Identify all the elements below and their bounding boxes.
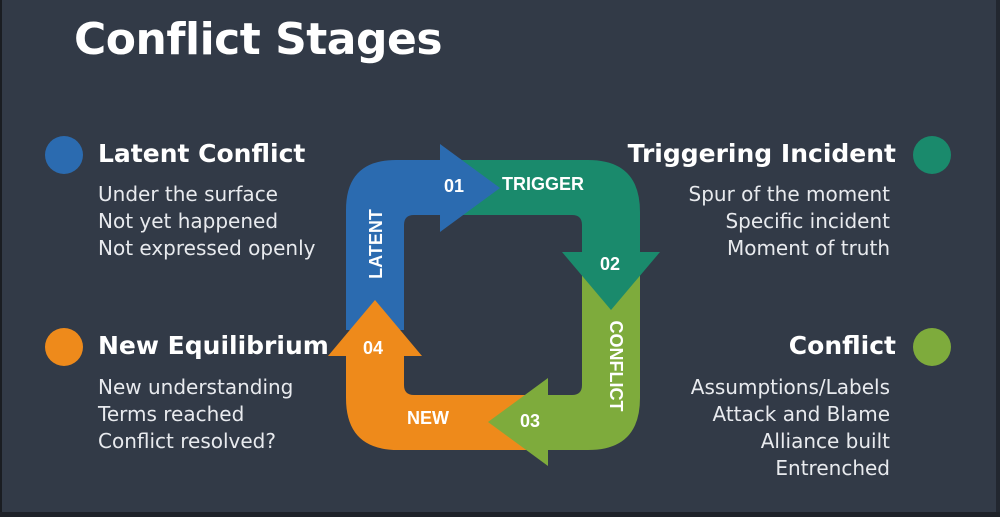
new-heading: New Equilibrium	[98, 331, 329, 360]
stage-number-03: 03	[520, 411, 540, 431]
conflict-segment	[540, 270, 640, 450]
cycle-label-new: NEW	[407, 408, 449, 428]
conflict-line: Alliance built	[760, 429, 890, 453]
left-frame-edge	[0, 0, 2, 517]
page-title: Conflict Stages	[74, 14, 443, 65]
trigger-description: Spur of the moment Specific incident Mom…	[689, 181, 890, 262]
new-line: New understanding	[98, 375, 294, 399]
stage-number-01: 01	[444, 176, 464, 196]
conflict-dot	[913, 328, 951, 366]
latent-segment	[346, 160, 445, 330]
right-frame-edge	[996, 0, 1000, 517]
stage-number-02: 02	[600, 254, 620, 274]
latent-heading: Latent Conflict	[98, 139, 306, 168]
conflict-line: Attack and Blame	[712, 402, 890, 426]
latent-arrowhead	[440, 144, 500, 232]
new-description: New understanding Terms reached Conflict…	[98, 374, 293, 455]
trigger-line: Moment of truth	[726, 236, 890, 260]
latent-line: Not expressed openly	[98, 236, 316, 260]
bottom-frame-edge	[0, 512, 1000, 517]
conflict-heading: Conflict	[788, 331, 896, 360]
cycle-label-conflict: CONFLICT	[606, 321, 626, 412]
latent-line: Under the surface	[98, 182, 278, 206]
trigger-heading: Triggering Incident	[627, 139, 896, 168]
latent-line: Not yet happened	[98, 209, 279, 233]
conflict-line: Entrenched	[775, 456, 890, 480]
conflict-description: Assumptions/Labels Attack and Blame Alli…	[691, 374, 890, 482]
trigger-line: Specific incident	[725, 209, 890, 233]
new-line: Terms reached	[98, 402, 245, 426]
cycle-label-latent: LATENT	[366, 209, 386, 279]
trigger-line: Spur of the moment	[688, 182, 890, 206]
trigger-dot	[913, 136, 951, 174]
conflict-arrowhead	[488, 378, 548, 466]
trigger-arrowhead	[562, 252, 660, 310]
cycle-label-trigger: TRIGGER	[502, 174, 584, 194]
conflict-line: Assumptions/Labels	[690, 375, 890, 399]
latent-dot	[45, 136, 83, 174]
new-dot	[45, 328, 83, 366]
latent-description: Under the surface Not yet happened Not e…	[98, 181, 315, 262]
stage-number-04: 04	[363, 338, 383, 358]
new-line: Conflict resolved?	[98, 429, 276, 453]
new-arrowhead	[328, 300, 422, 356]
